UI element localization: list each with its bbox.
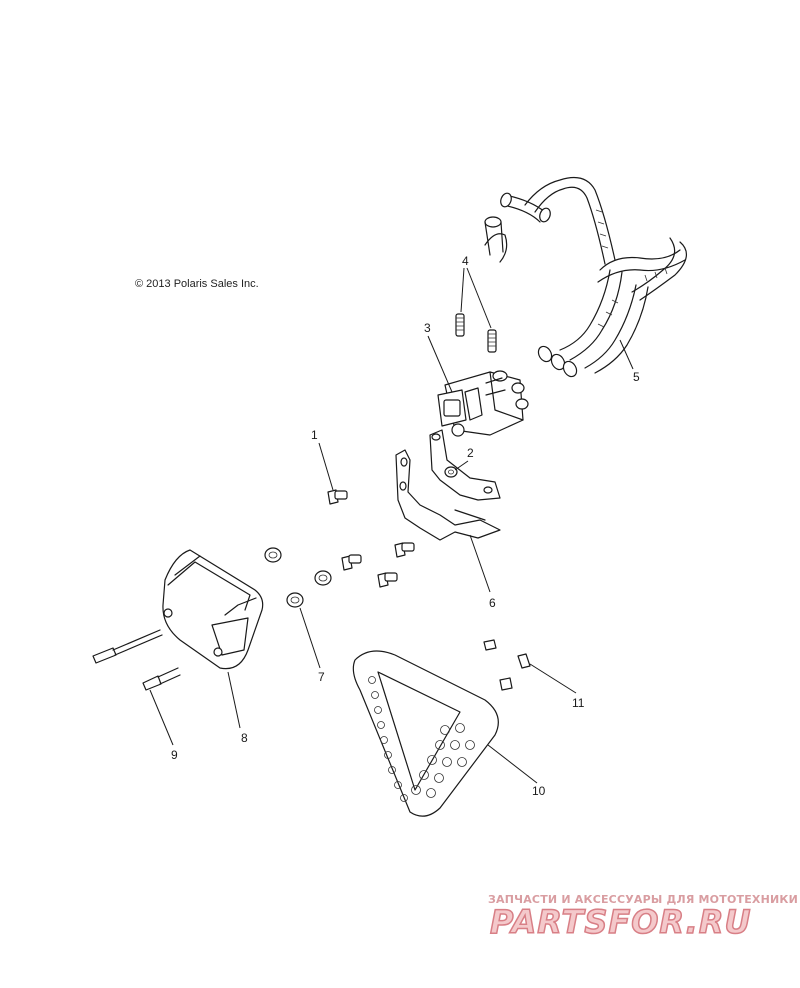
hose-assembly-part-5[interactable] [484, 177, 687, 379]
watermark-tagline: ЗАПЧАСТИ И АКСЕССУАРЫ ДЛЯ МОТОТЕХНИКИ [488, 893, 798, 906]
bolt-part-6c[interactable] [377, 572, 398, 588]
valve-part-3[interactable] [437, 370, 529, 437]
watermark-brand: PARTSFOR.RU [489, 902, 752, 942]
grommet-part-7b[interactable] [314, 570, 332, 586]
callout-4[interactable]: 4 [462, 254, 469, 268]
callout-6[interactable]: 6 [489, 596, 496, 610]
bolt-part-6a[interactable] [394, 542, 415, 558]
callout-10[interactable]: 10 [532, 784, 546, 798]
grommet-part-7a[interactable] [264, 547, 282, 563]
bolt-part-1[interactable] [327, 489, 348, 505]
callout-11[interactable]: 11 [572, 696, 585, 710]
copyright-notice: © 2013 Polaris Sales Inc. [135, 278, 259, 290]
callout-1[interactable]: 1 [311, 428, 318, 442]
callout-3[interactable]: 3 [424, 321, 431, 335]
clip-part-11c[interactable] [499, 677, 513, 691]
callout-8[interactable]: 8 [241, 731, 248, 745]
clip-part-11a[interactable] [483, 639, 497, 651]
bolt-part-6b[interactable] [341, 554, 362, 571]
nut-part-2[interactable] [444, 466, 458, 478]
bracket-part-6[interactable] [395, 429, 501, 541]
callout-5[interactable]: 5 [633, 370, 640, 384]
bolt-part-4b[interactable] [487, 329, 497, 353]
grommet-part-7c[interactable] [286, 592, 304, 608]
panel-part-10[interactable] [352, 650, 499, 817]
callout-9[interactable]: 9 [171, 748, 178, 762]
clip-part-11b[interactable] [517, 653, 531, 669]
callout-2[interactable]: 2 [467, 446, 474, 460]
cover-part-8[interactable] [162, 549, 264, 670]
callout-7[interactable]: 7 [318, 670, 325, 684]
screw-part-9b[interactable] [142, 667, 181, 691]
screw-part-9a[interactable] [92, 629, 163, 664]
leader-lines [149, 267, 634, 784]
bolt-part-4a[interactable] [455, 313, 465, 337]
